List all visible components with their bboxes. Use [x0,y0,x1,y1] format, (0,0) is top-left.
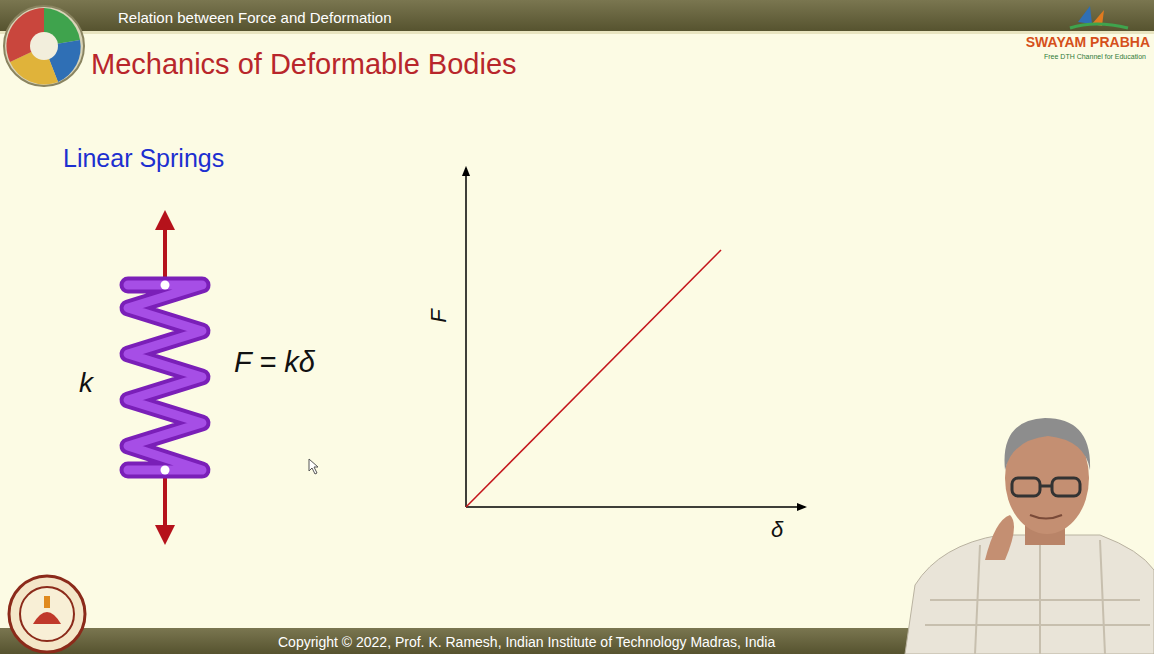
swayam-logo [1070,6,1128,28]
spring-illustration [128,220,202,535]
slide-title: Mechanics of Deformable Bodies [91,50,517,79]
logo-tagline: Free DTH Channel for Education [1044,53,1146,60]
axis-label: δ [771,519,783,541]
presenter [905,418,1154,654]
stiffness-symbol: k [79,369,93,397]
header-text: Relation between Force and Deformation [118,10,392,25]
header-bar [0,0,1154,31]
axis-label: F [428,309,450,322]
institute-logo [9,576,85,652]
force-deflection-graph [466,168,805,507]
spring-equation: F = kδ [234,348,315,377]
course-logo [4,6,84,86]
logo-text: SWAYAM PRABHA [1026,35,1150,49]
header-strip [0,31,1154,34]
section-heading: Linear Springs [63,146,224,171]
mouse-cursor [309,459,318,474]
copyright-text: Copyright © 2022, Prof. K. Ramesh, India… [278,635,775,649]
